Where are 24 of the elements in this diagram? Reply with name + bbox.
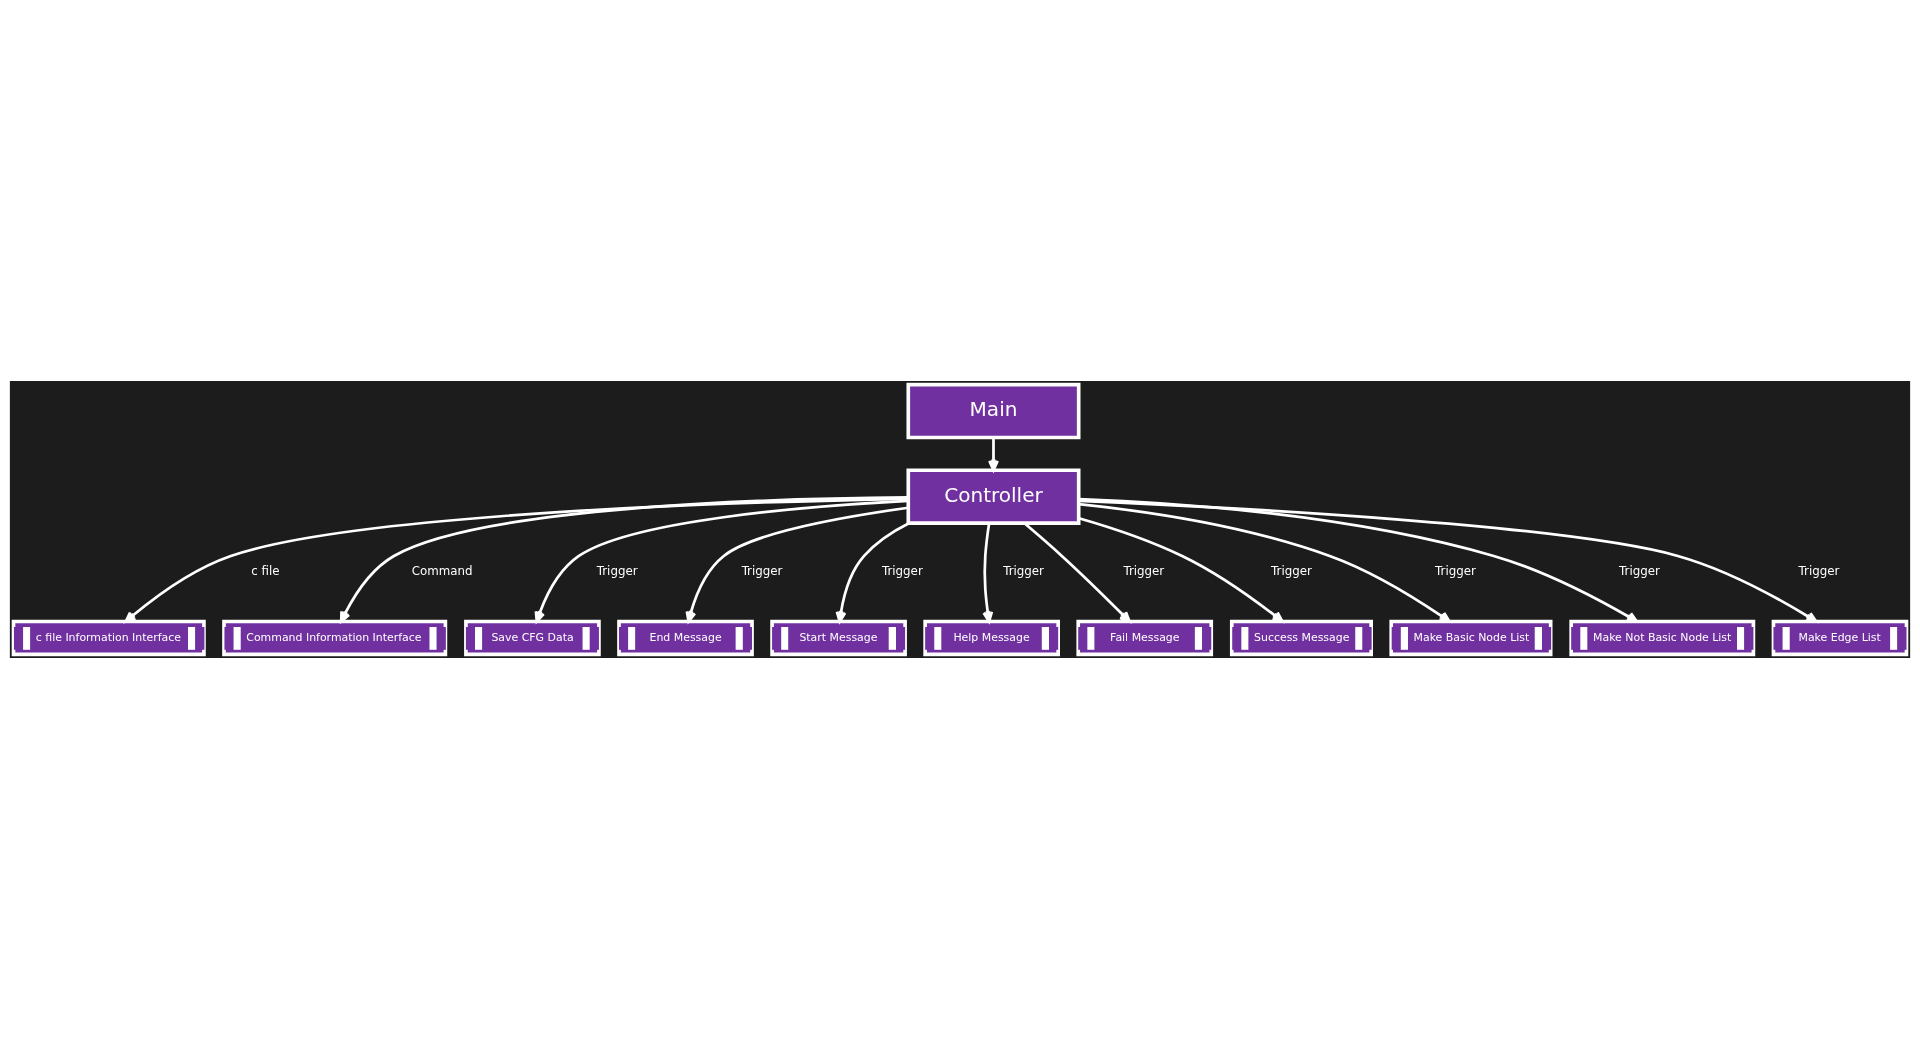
label: Command — [411, 563, 473, 578]
arrow — [1078, 516, 1284, 623]
label: Trigger — [881, 563, 923, 578]
arrow — [1078, 497, 1639, 623]
arrow — [982, 522, 994, 623]
arrow — [339, 495, 909, 623]
label: c file — [251, 563, 280, 578]
arrow — [988, 437, 999, 471]
arrow — [685, 505, 909, 623]
label: Trigger — [1271, 563, 1312, 578]
label: Trigger — [1619, 563, 1660, 578]
label: Trigger — [1003, 563, 1044, 578]
arrow — [835, 521, 910, 623]
node-box: Main — [906, 382, 1081, 439]
arrow — [1078, 499, 1818, 623]
node-box: Controller — [906, 468, 1081, 525]
arrow — [534, 499, 909, 623]
label: Trigger — [596, 563, 638, 578]
label: Trigger — [1798, 563, 1840, 578]
arrow — [1078, 502, 1451, 623]
label: Trigger — [741, 563, 783, 578]
arrow — [124, 496, 909, 623]
label: Trigger — [1123, 563, 1165, 578]
label: Trigger — [1435, 563, 1476, 578]
